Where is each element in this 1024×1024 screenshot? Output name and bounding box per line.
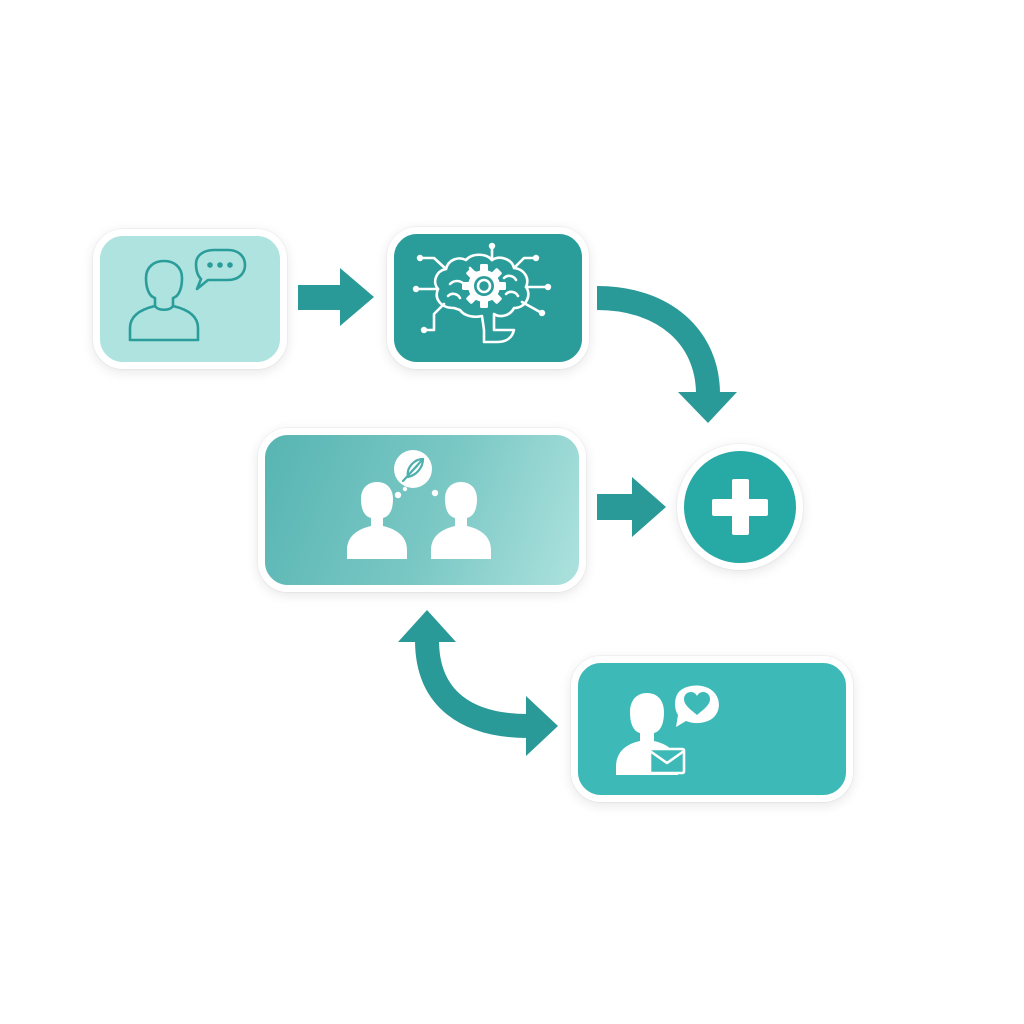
- arrowhead-up-to-collab: [398, 610, 456, 642]
- person-heart-mail-icon: [616, 685, 719, 775]
- arrow-user-to-ai: [298, 268, 374, 326]
- node-collaboration: [258, 428, 586, 592]
- arrow-collab-outreach-bidirectional: [415, 639, 529, 738]
- arrow-collab-to-plus: [597, 477, 666, 537]
- person-speech-bubble-icon: [128, 248, 247, 342]
- brain-gear-circuit-icon: [412, 242, 552, 344]
- arrowhead-ai-to-plus: [678, 392, 737, 423]
- node-outreach: [571, 656, 853, 802]
- arrow-ai-to-plus: [596, 286, 720, 395]
- node-plus-result: [677, 444, 803, 570]
- two-people-shared-thought-icon: [347, 450, 491, 559]
- node-user-message: [93, 229, 287, 369]
- node-ai-processing: [387, 227, 589, 369]
- arrowhead-right-to-outreach: [526, 696, 558, 756]
- plus-icon: [712, 479, 768, 535]
